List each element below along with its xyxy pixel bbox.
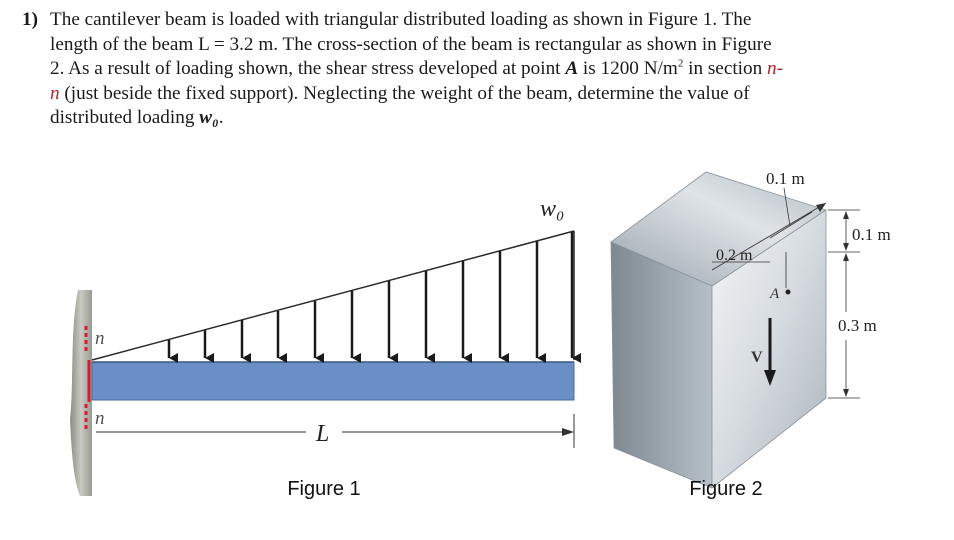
problem-line-3c: in section <box>683 58 767 80</box>
problem-text: The cantilever beam is loaded with trian… <box>50 8 922 131</box>
problem-line-3b: is 1200 N/m <box>578 58 678 80</box>
dim-right-01-arrow-up <box>843 211 849 219</box>
problem-line-2: length of the beam L = 3.2 m. The cross-… <box>50 33 772 55</box>
load-envelope <box>91 230 575 361</box>
figure-1-caption: Figure 1 <box>287 478 360 500</box>
dim-right-03-arrow-up <box>843 253 849 261</box>
section-ref-n: n- <box>766 58 783 80</box>
point-a-dot <box>785 289 791 295</box>
problem-line-3a: 2. As a result of loading shown, the she… <box>50 58 566 80</box>
point-a-ref: A <box>565 58 579 80</box>
shear-label: V <box>751 349 763 366</box>
problem-line-1: The cantilever beam is loaded with trian… <box>50 9 752 30</box>
problem-line-5: distributed loading <box>50 107 200 129</box>
dim-width-line <box>711 202 827 271</box>
shear-arrowhead <box>764 370 776 386</box>
section-ref-n2: n <box>50 82 60 104</box>
dim-top-leader <box>783 187 791 227</box>
w0-ref: w₀ <box>199 107 219 129</box>
dim-top-label: 0.1 m <box>766 169 805 188</box>
section-label-bottom: n <box>95 408 105 429</box>
problem-line-4: (just beside the fixed support). Neglect… <box>59 82 750 104</box>
figure-2: 0.1 m 0.2 m 0.1 m 0.3 m A V Figure 2 <box>610 169 891 500</box>
dim-right-03-arrow-down <box>843 389 849 397</box>
dim-right-height-label: 0.3 m <box>838 316 877 335</box>
load-arrows <box>167 232 581 363</box>
dim-right-01-arrow-down <box>843 243 849 251</box>
length-label: L <box>315 421 329 447</box>
dim-width-arrow <box>816 203 826 212</box>
point-a-label: A <box>769 286 780 302</box>
load-label-w0: w₀ <box>540 196 564 222</box>
superscript-2: 2 <box>677 57 684 70</box>
section-label-top: n <box>95 328 105 349</box>
figure-1: n n w₀ L Figure 1 <box>70 196 581 500</box>
dim-width-label: 0.2 m <box>716 247 753 264</box>
problem-line-5-end: . <box>218 107 224 129</box>
dim-right-top-label: 0.1 m <box>852 225 891 244</box>
length-arrowhead <box>562 428 574 436</box>
figure-2-caption: Figure 2 <box>689 478 762 500</box>
problem-number: 1) <box>22 9 38 30</box>
dim-0-1-line <box>769 211 813 239</box>
beam <box>91 361 575 401</box>
problem-statement: 1) The cantilever beam is loaded with tr… <box>22 8 922 131</box>
